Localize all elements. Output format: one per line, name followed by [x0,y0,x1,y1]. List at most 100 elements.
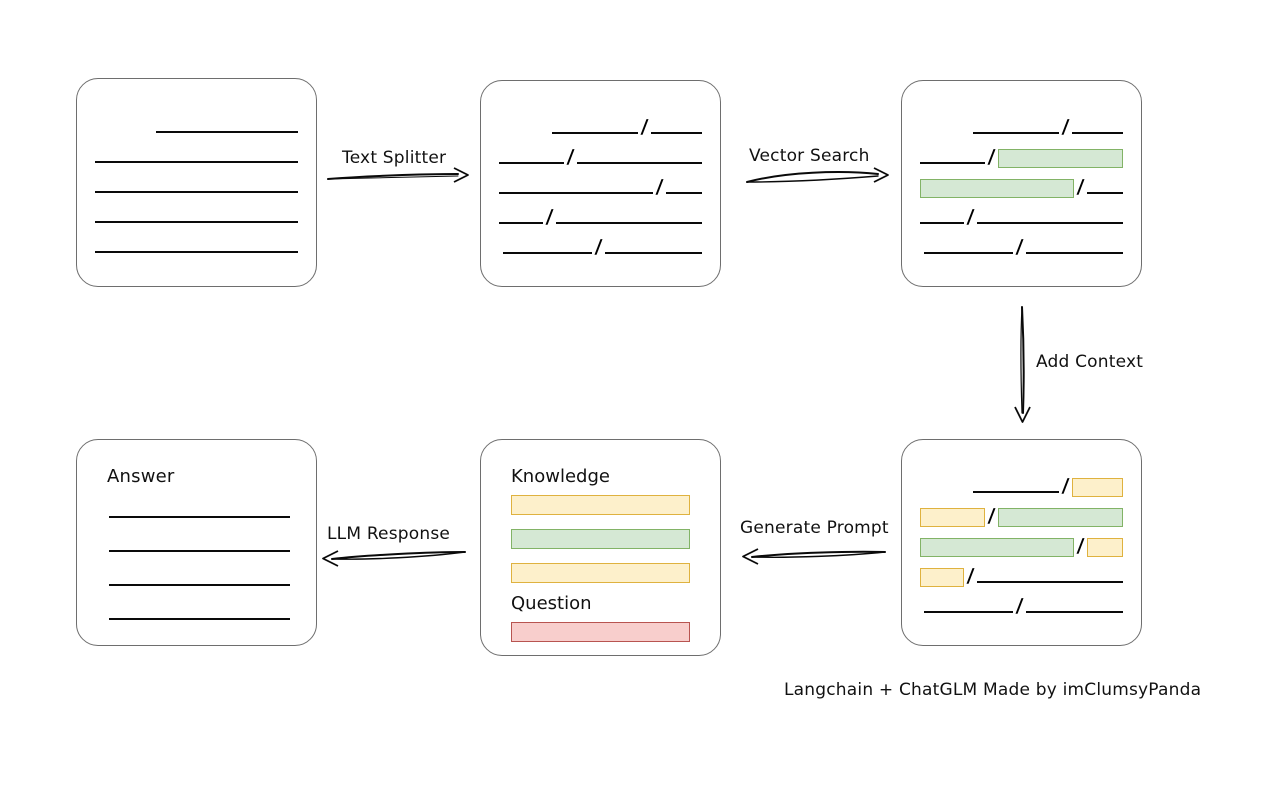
text-line-segment [920,161,985,164]
context-chunks-rows: / / / / / [902,440,1141,645]
slash-separator: / [1015,235,1024,258]
slash-separator: / [1015,594,1024,617]
text-line-segment [924,251,1013,254]
text-line-segment [503,251,592,254]
arrow-llm-response-shape [322,550,466,567]
slash-separator: / [594,235,603,258]
highlight-chunk-green [920,537,1074,557]
text-line-segment [665,191,702,194]
text-line-segment [95,220,298,223]
split-chunks-box: / / / / / [480,80,721,287]
slash-separator: / [1075,175,1085,198]
doc-row [95,108,298,138]
slash-separator: / [966,564,976,587]
text-line-segment [551,131,639,134]
text-line-segment [651,131,702,134]
text-line-segment [977,221,1123,224]
text-line-segment [1025,251,1123,254]
doc-row: / [499,169,702,199]
slash-separator: / [565,145,575,168]
prompt-bar-red [511,622,690,642]
doc-row: / [920,109,1123,139]
text-line-segment [95,190,298,193]
doc-row: / [920,558,1123,588]
slash-separator: / [545,205,555,228]
text-line-segment [499,221,544,224]
answer-line [109,618,290,620]
slash-separator: / [640,115,649,138]
text-line-segment [95,160,298,163]
doc-row: / [920,498,1123,528]
knowledge-label: Knowledge [511,466,610,487]
source-document-box [76,78,317,287]
text-line-segment [1025,610,1123,613]
prompt-bar-yellow [511,563,690,583]
retrieved-chunks-rows: / / / / / [902,81,1141,286]
text-line-segment [95,250,298,253]
split-chunks-rows: / / / / / [481,81,720,286]
doc-row [95,138,298,168]
doc-row [95,168,298,198]
answer-line [109,550,290,552]
doc-row: / [499,139,702,169]
text-line-segment [977,580,1123,583]
retrieved-chunks-box: / / / / / [901,80,1142,287]
doc-row: / [499,109,702,139]
text-line-segment [576,161,702,164]
slash-separator: / [1075,534,1085,557]
text-line-segment [1072,131,1123,134]
text-line-segment [920,221,965,224]
text-line-segment [604,251,702,254]
slash-separator: / [986,145,996,168]
slash-separator: / [654,175,664,198]
doc-row: / [920,229,1123,259]
arrow-generate-prompt-shape [742,548,886,565]
question-bars [511,622,690,642]
text-line-segment [924,610,1013,613]
answer-lines [109,516,290,620]
doc-row: / [499,229,702,259]
prompt-box: Knowledge Question [480,439,721,656]
highlight-chunk-green [920,178,1074,198]
prompt-spacer [511,583,690,593]
arrow-label-llm-response: LLM Response [327,524,451,544]
context-chunks-box: / / / / / [901,439,1142,646]
highlight-chunk-green [997,148,1123,168]
doc-row: / [920,169,1123,199]
text-line-segment [1086,191,1123,194]
highlight-chunk-yellow [920,567,965,587]
text-line-segment [499,161,564,164]
doc-row [95,198,298,228]
doc-row: / [920,199,1123,229]
doc-row: / [499,199,702,229]
arrow-label-add-context: Add Context [1036,352,1144,372]
highlight-chunk-yellow [920,507,985,527]
text-line-segment [972,131,1060,134]
source-document-rows [77,79,316,286]
footer-credit: Langchain + ChatGLM Made by imClumsyPand… [784,680,1202,700]
prompt-bar-yellow [511,495,690,515]
question-label: Question [511,593,592,614]
slash-separator: / [1061,474,1070,497]
slash-separator: / [966,205,976,228]
text-line-segment [972,490,1060,493]
doc-row: / [920,528,1123,558]
text-line-segment [556,221,702,224]
arrow-label-generate-prompt: Generate Prompt [740,518,889,538]
highlight-chunk-green [997,507,1123,527]
text-line-segment [499,191,653,194]
knowledge-bars [511,495,690,583]
highlight-chunk-yellow [1071,477,1123,497]
prompt-content: Knowledge Question [511,466,690,642]
doc-row: / [920,588,1123,618]
answer-line [109,516,290,518]
answer-line [109,584,290,586]
answer-box: Answer [76,439,317,646]
slash-separator: / [986,504,996,527]
doc-row [95,228,298,258]
doc-row: / [920,139,1123,169]
arrow-label-text-splitter: Text Splitter [342,148,447,168]
slash-separator: / [1061,115,1070,138]
text-line-segment [155,130,298,133]
